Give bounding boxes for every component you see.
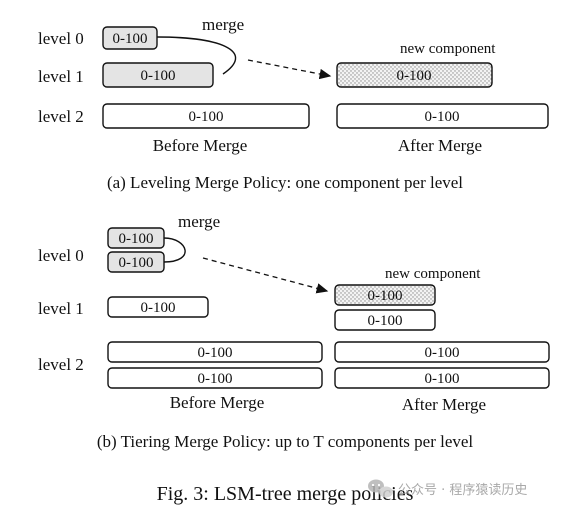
panel-a-caption: (a) Leveling Merge Policy: one component… bbox=[107, 173, 463, 192]
merge-arrow bbox=[202, 257, 329, 294]
watermark-text: 公众号 · 程序猿读历史 bbox=[398, 483, 527, 498]
level-0-component-top-range: 0-100 bbox=[119, 231, 154, 247]
level-1-component-range: 0-100 bbox=[141, 68, 176, 84]
after-level-2-component-top-range: 0-100 bbox=[425, 345, 460, 361]
level-2-component bbox=[102, 103, 310, 129]
level-2-component-top bbox=[107, 341, 323, 363]
new-component-label: new component bbox=[385, 266, 481, 282]
merge-arrow bbox=[247, 59, 332, 80]
level-1-component-range: 0-100 bbox=[141, 300, 176, 316]
old-level-1-component-range: 0-100 bbox=[368, 313, 403, 329]
new-level-1-component-range: 0-100 bbox=[397, 68, 432, 84]
after-level-2-component-bottom-range: 0-100 bbox=[425, 371, 460, 387]
panel-b-caption: (b) Tiering Merge Policy: up to T compon… bbox=[97, 432, 474, 451]
panel-b-tiering: level 0 level 1 level 2 0-100 0-100 merg… bbox=[38, 212, 550, 451]
after-merge-caption: After Merge bbox=[402, 395, 486, 414]
level-0-label: level 0 bbox=[38, 29, 84, 48]
new-level-1-component bbox=[334, 284, 436, 306]
panel-a-leveling: level 0 level 1 level 2 0-100 0-100 0-10… bbox=[38, 15, 549, 192]
new-level-1-component-range: 0-100 bbox=[368, 288, 403, 304]
after-level-2-component bbox=[336, 103, 549, 129]
level-1-component bbox=[107, 296, 209, 318]
after-level-2-component-bottom bbox=[334, 367, 550, 389]
level-0-label: level 0 bbox=[38, 246, 84, 265]
level-2-component-bottom bbox=[107, 367, 323, 389]
before-merge-caption: Before Merge bbox=[153, 136, 248, 155]
level-2-component-top-range: 0-100 bbox=[198, 345, 233, 361]
level-0-component bbox=[102, 26, 158, 50]
wechat-icon bbox=[368, 479, 393, 498]
before-merge-caption: Before Merge bbox=[170, 393, 265, 412]
after-level-2-component-top bbox=[334, 341, 550, 363]
merge-link bbox=[156, 36, 237, 75]
after-merge-caption: After Merge bbox=[398, 136, 482, 155]
merge-label: merge bbox=[178, 212, 220, 231]
merge-label: merge bbox=[202, 15, 244, 34]
level-2-label: level 2 bbox=[38, 107, 84, 126]
new-level-1-component bbox=[336, 62, 493, 88]
after-level-2-component-range: 0-100 bbox=[425, 109, 460, 125]
new-component-label: new component bbox=[400, 41, 496, 57]
merge-link bbox=[163, 237, 186, 263]
level-2-component-range: 0-100 bbox=[189, 109, 224, 125]
level-1-component bbox=[102, 62, 214, 88]
level-2-label: level 2 bbox=[38, 355, 84, 374]
old-level-1-component bbox=[334, 309, 436, 331]
figure-caption: Fig. 3: LSM-tree merge policies bbox=[157, 483, 414, 505]
level-0-component-bottom-range: 0-100 bbox=[119, 255, 154, 271]
level-2-component-bottom-range: 0-100 bbox=[198, 371, 233, 387]
level-1-label: level 1 bbox=[38, 67, 84, 86]
level-1-label: level 1 bbox=[38, 299, 84, 318]
level-0-component-range: 0-100 bbox=[113, 31, 148, 47]
watermark: 公众号 · 程序猿读历史 bbox=[368, 479, 527, 498]
